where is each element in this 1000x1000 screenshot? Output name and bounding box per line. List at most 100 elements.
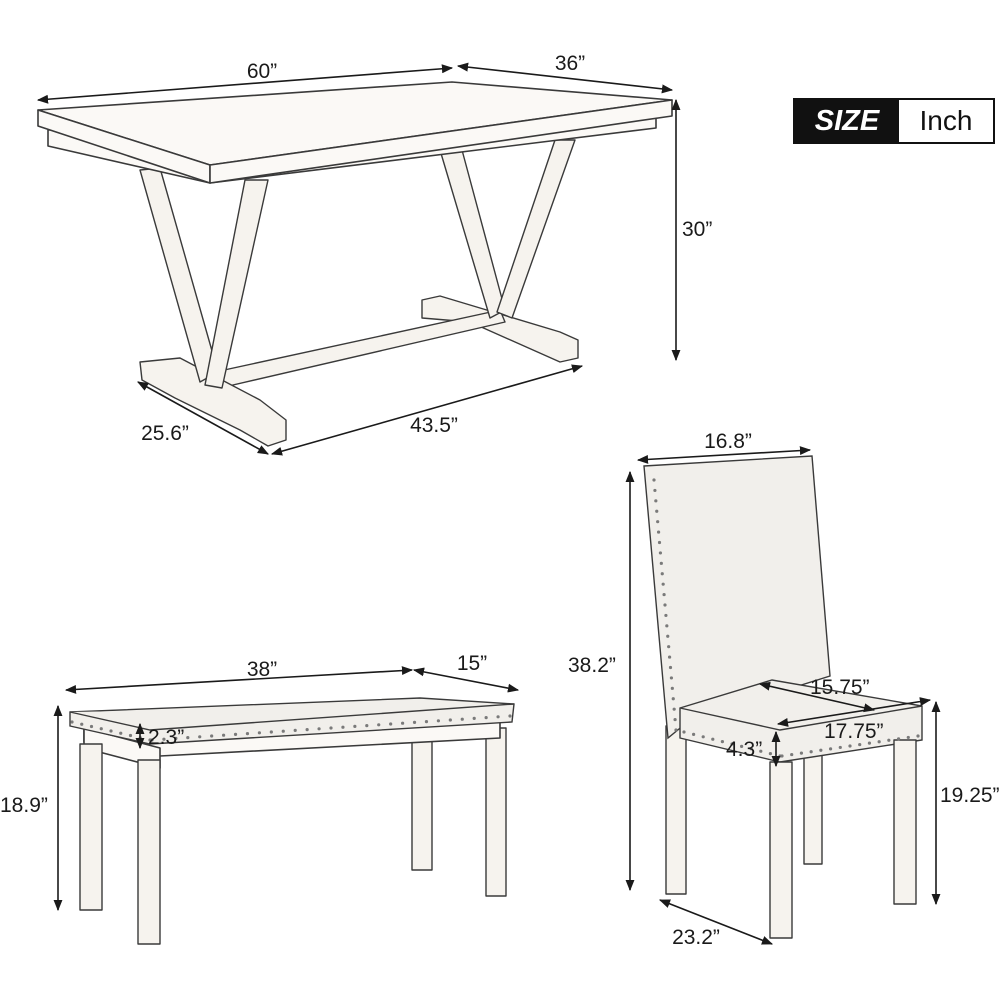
nailhead-stud (496, 715, 500, 719)
bench-cushion-label: 2.3” (148, 726, 184, 749)
nailhead-stud (162, 737, 166, 741)
nailhead-stud (673, 717, 677, 722)
chair-seat-depth-label: 15.75” (810, 676, 870, 699)
nailhead-stud (655, 509, 659, 513)
nailhead-stud (730, 742, 734, 746)
nailhead-stud (210, 734, 214, 738)
nailhead-stud (424, 720, 429, 724)
nailhead-stud (896, 737, 901, 741)
nailhead-stud (341, 725, 345, 729)
nailhead-stud (828, 747, 833, 751)
nailhead-stud (119, 731, 123, 735)
nailhead-stud (186, 736, 190, 740)
nailhead-stud (672, 707, 676, 711)
nailhead-stud (109, 729, 113, 733)
nailhead-stud (768, 752, 773, 756)
nailhead-stud (401, 721, 405, 725)
nailhead-stud (233, 732, 238, 737)
size-badge-unit: Inch (919, 105, 973, 136)
nailhead-stud (329, 726, 333, 730)
size-badge-label: SIZE (795, 100, 899, 142)
chair-studs (652, 478, 920, 758)
nailhead-stud (671, 697, 675, 701)
nailhead-stud (281, 729, 285, 733)
nailhead-stud (670, 686, 674, 690)
nailhead-stud (790, 752, 794, 757)
nailhead-stud (448, 718, 452, 722)
nailhead-stud (701, 735, 705, 739)
chair-back-width-label: 16.8” (704, 430, 752, 453)
nailhead-stud (858, 742, 862, 747)
nailhead-stud (838, 745, 842, 750)
nailhead-stud (682, 730, 686, 734)
nailhead-stud (222, 733, 226, 737)
nailhead-stud (472, 716, 476, 721)
chair-seat-height-label: 19.25” (940, 784, 1000, 807)
nailhead-stud (692, 732, 696, 737)
nailhead-stud (70, 720, 74, 724)
nailhead-stud (848, 744, 852, 748)
nailhead-stud (89, 724, 94, 729)
nailhead-stud (654, 499, 658, 503)
nailhead-stud (353, 724, 357, 729)
nailhead-stud (711, 737, 715, 741)
nailhead-stud (664, 613, 668, 618)
nailhead-stud (293, 728, 297, 733)
bench-depth-label: 15” (457, 652, 487, 675)
nailhead-stud (657, 540, 662, 545)
nailhead-stud (659, 561, 663, 565)
nailhead-stud (663, 603, 667, 607)
nailhead-stud (389, 722, 393, 726)
nailhead-stud (877, 740, 881, 744)
nailhead-stud (662, 592, 666, 597)
table-height-label: 30” (682, 218, 712, 241)
nailhead-stud (305, 728, 309, 732)
nailhead-stud (198, 735, 202, 739)
nailhead-stud (819, 748, 823, 752)
nailhead-stud (377, 723, 381, 727)
table-base-length-label: 43.5” (410, 414, 458, 437)
nailhead-stud (720, 740, 725, 744)
nailhead-stud (436, 719, 440, 723)
nailhead-stud (809, 750, 813, 754)
nailhead-stud (749, 747, 753, 751)
dining-table-drawing (37, 81, 673, 447)
nailhead-stud (460, 717, 464, 721)
nailhead-stud (661, 582, 665, 586)
nailhead-stud (656, 530, 661, 534)
nailhead-stud (740, 744, 744, 749)
chair-seat-width-label: 17.75” (824, 720, 884, 743)
nailhead-stud (660, 572, 664, 576)
table-base-depth-label: 25.6” (141, 422, 189, 445)
nailhead-stud (780, 754, 784, 758)
nailhead-stud (887, 738, 891, 742)
nailhead-stud (906, 735, 910, 740)
bench-length-label: 38” (247, 658, 277, 681)
nailhead-stud (174, 736, 178, 741)
nailhead-stud (653, 488, 657, 493)
nailhead-stud (257, 731, 261, 735)
nailhead-stud (656, 520, 660, 524)
nailhead-stud (665, 624, 669, 628)
nailhead-stud (759, 749, 763, 753)
nailhead-stud (245, 732, 250, 736)
size-unit-badge: SIZE Inch (793, 98, 995, 144)
nailhead-stud (412, 720, 417, 725)
nailhead-stud (150, 738, 154, 742)
chair-drawing (643, 455, 923, 939)
nailhead-stud (317, 727, 321, 731)
nailhead-stud (674, 728, 678, 732)
nailhead-stud (508, 714, 512, 718)
nailhead-stud (667, 645, 671, 649)
nailhead-stud (667, 655, 672, 659)
chair-cushion-label: 4.3” (726, 738, 762, 761)
table-length-label: 60” (247, 60, 277, 83)
nailhead-stud (652, 478, 656, 482)
chair-height-label: 38.2” (568, 654, 616, 677)
bench-studs (70, 714, 512, 742)
nailhead-stud (484, 716, 488, 720)
nailhead-stud (916, 734, 920, 738)
nailhead-stud (99, 727, 103, 731)
nailhead-stud (80, 722, 84, 726)
